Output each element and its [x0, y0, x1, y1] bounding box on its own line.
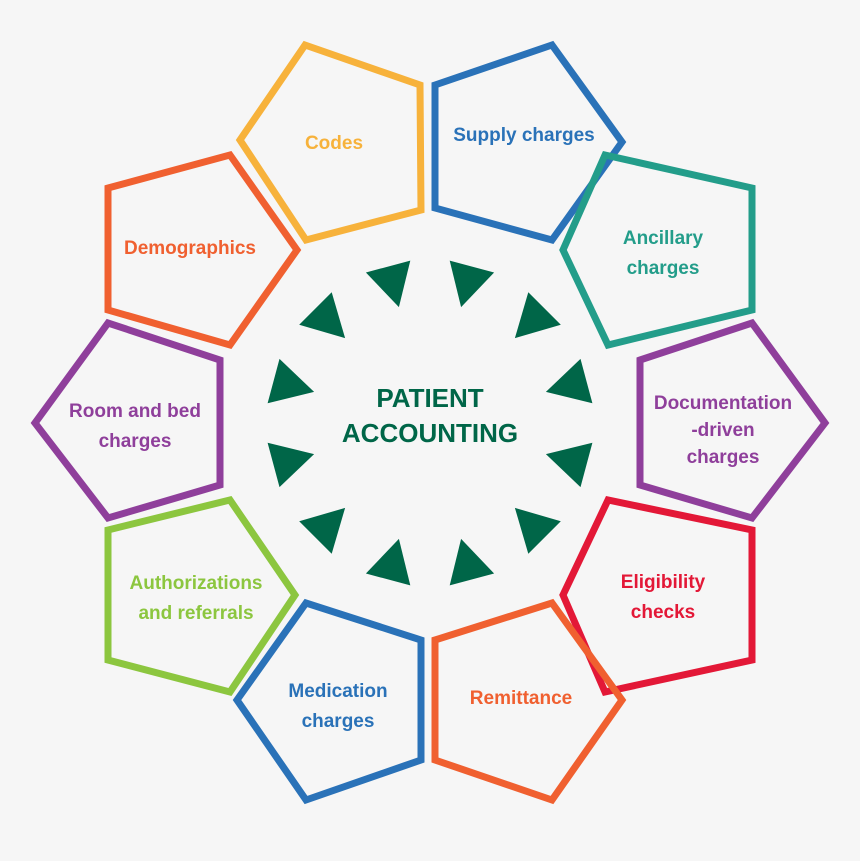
node-medication-charges-label-line-1: Medication: [288, 681, 387, 702]
arrow-triangle-10: [267, 358, 315, 404]
node-room-and-bed-charges: Room and bed charges: [30, 318, 224, 523]
node-medication-charges: Medication charges: [232, 598, 425, 805]
node-ancillary-charges-label-line-1: Ancillary: [623, 228, 704, 249]
arrow-triangle-3: [545, 358, 593, 404]
node-documentation-driven-charges-label-line-3: charges: [687, 447, 760, 468]
node-demographics-pentagon: [104, 150, 302, 350]
node-supply-charges: Supply charges: [431, 40, 627, 245]
node-documentation-driven-charges-pentagon: [636, 318, 830, 523]
node-room-and-bed-charges-label-line-2: charges: [99, 431, 172, 452]
arrow-triangle-12: [365, 260, 411, 308]
node-demographics: Demographics: [104, 150, 302, 350]
center-title-line2: ACCOUNTING: [342, 418, 518, 448]
node-authorizations-and-referrals-label-line-1: Authorizations: [130, 573, 263, 594]
node-authorizations-and-referrals: Authorizations and referrals: [104, 496, 300, 697]
center-title-line1: PATIENT: [376, 383, 483, 413]
node-room-and-bed-charges-pentagon: [30, 318, 224, 523]
arrow-triangle-8: [299, 507, 346, 554]
node-ancillary-charges-pentagon: [559, 150, 756, 350]
arrow-triangle-4: [545, 442, 593, 488]
node-demographics-label-line-1: Demographics: [124, 238, 256, 259]
node-medication-charges-label-line-2: charges: [302, 711, 375, 732]
node-remittance-pentagon: [431, 598, 627, 805]
node-documentation-driven-charges-label-line-1: Documentation: [654, 393, 792, 414]
arrow-triangle-1: [449, 260, 495, 308]
node-eligibility-checks-label-line-2: checks: [631, 602, 695, 623]
node-eligibility-checks-pentagon: [559, 496, 756, 697]
node-authorizations-and-referrals-pentagon: [104, 496, 300, 697]
node-ancillary-charges-label-line-2: charges: [627, 258, 700, 279]
node-room-and-bed-charges-label-line-1: Room and bed: [69, 401, 201, 422]
node-codes: Codes: [235, 40, 425, 245]
node-eligibility-checks-label-line-1: Eligibility: [621, 572, 706, 593]
node-codes-label-line-1: Codes: [305, 133, 363, 154]
node-ancillary-charges: Ancillary charges: [559, 150, 756, 350]
node-codes-pentagon: [235, 40, 425, 245]
node-authorizations-and-referrals-label-line-2: and referrals: [138, 603, 253, 624]
node-documentation-driven-charges-label-line-2: -driven: [691, 420, 754, 441]
arrows-layer: [267, 260, 593, 586]
node-eligibility-checks: Eligibility checks: [559, 496, 756, 697]
node-supply-charges-label-line-1: Supply charges: [453, 125, 595, 146]
arrow-triangle-11: [299, 292, 346, 339]
node-medication-charges-pentagon: [232, 598, 425, 805]
arrow-triangle-7: [365, 538, 411, 586]
arrow-triangle-2: [514, 292, 561, 339]
node-documentation-driven-charges: Documentation -driven charges: [636, 318, 830, 523]
node-remittance: Remittance: [431, 598, 627, 805]
arrow-triangle-6: [449, 538, 495, 586]
arrow-triangle-5: [514, 507, 561, 554]
center-title: PATIENT ACCOUNTING: [342, 383, 518, 448]
node-remittance-label-line-1: Remittance: [470, 688, 572, 709]
arrow-triangle-9: [267, 442, 315, 488]
